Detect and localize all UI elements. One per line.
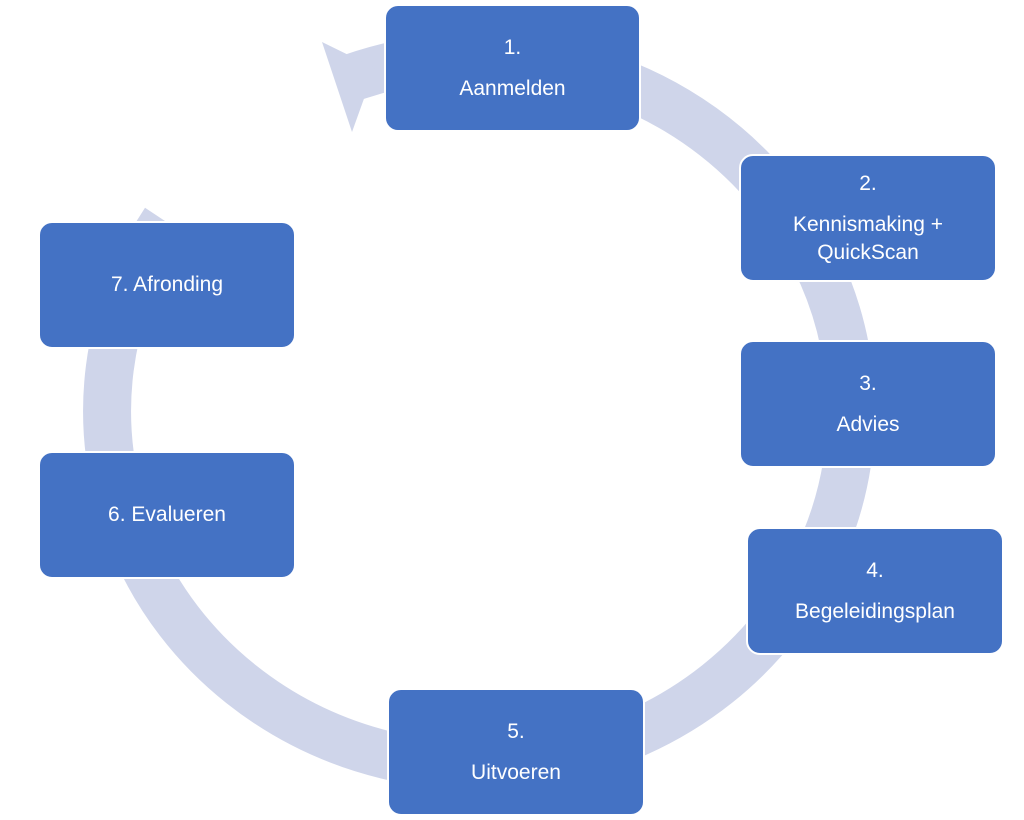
step-6-label: 6. Evalueren: [108, 503, 226, 527]
step-7-label: 7. Afronding: [110, 273, 224, 297]
step-6-evalueren: 6. Evalueren: [38, 451, 296, 579]
step-5-label: Uitvoeren: [471, 761, 561, 784]
step-3-number: 3.: [859, 371, 877, 395]
step-5-uitvoeren: 5. Uitvoeren: [387, 688, 645, 816]
step-2-label-line2: QuickScan: [817, 240, 919, 264]
step-4-label: Begeleidingsplan: [795, 600, 955, 623]
step-2-number: 2.: [859, 172, 877, 196]
step-4-begeleidingsplan: 4. Begeleidingsplan: [746, 527, 1004, 655]
step-1-aanmelden: 1. Aanmelden: [384, 4, 641, 132]
step-4-number: 4.: [866, 558, 884, 582]
cycle-arrowhead: [322, 42, 375, 132]
step-5-number: 5.: [507, 719, 525, 743]
step-2-kennismaking-quickscan: 2. Kennismaking + QuickScan: [739, 154, 997, 282]
step-7-afronding: 7. Afronding: [38, 221, 296, 349]
step-1-label: Aanmelden: [459, 77, 566, 100]
step-3-advies: 3. Advies: [739, 340, 997, 468]
step-2-label-line1: Kennismaking +: [792, 213, 943, 237]
step-3-label: Advies: [836, 413, 900, 436]
step-1-number: 1.: [503, 35, 522, 59]
